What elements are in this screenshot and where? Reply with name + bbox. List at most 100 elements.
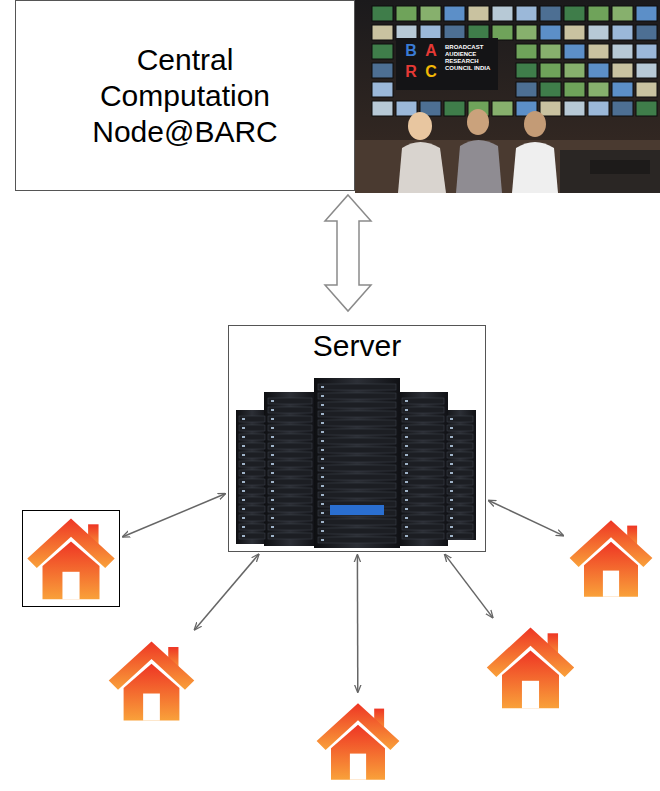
drawing-part <box>540 6 561 21</box>
monitor-wall <box>372 6 657 116</box>
drawing-part <box>321 449 324 451</box>
server-title: Server <box>313 328 401 364</box>
drawing-part <box>447 443 473 449</box>
drawing-part <box>268 416 312 422</box>
drawing-part <box>271 463 274 465</box>
drawing-part <box>564 6 585 21</box>
drawing-part <box>242 463 245 465</box>
drawing-part <box>405 445 408 447</box>
drawing-part <box>239 470 265 476</box>
drawing-part <box>492 101 513 116</box>
drawing-part <box>603 571 619 597</box>
drawing-part <box>268 488 312 494</box>
drawing-part <box>239 515 265 521</box>
house-node <box>566 512 656 604</box>
process-box: Central Computation Node@BARC <box>15 0 355 191</box>
drawing-part <box>268 470 312 476</box>
drawing-part <box>560 150 660 193</box>
drawing-part <box>321 539 324 541</box>
drawing-part <box>396 38 498 90</box>
drawing-part <box>590 160 650 174</box>
drawing-part <box>540 101 561 116</box>
drawing-part <box>62 572 79 600</box>
drawing-part <box>318 447 396 453</box>
connector-arrow <box>195 554 259 629</box>
drawing-part <box>405 526 408 528</box>
drawing-part <box>271 409 274 411</box>
drawing-part <box>588 63 609 78</box>
house-icon <box>23 511 119 606</box>
drawing-part <box>540 44 561 59</box>
drawing-part <box>588 82 609 97</box>
drawing-part <box>402 398 444 404</box>
drawing-part <box>447 416 473 422</box>
drawing-part <box>402 470 444 476</box>
drawing-part <box>321 503 324 505</box>
drawing-part <box>268 407 312 413</box>
drawing-part <box>242 526 245 528</box>
drawing-part <box>321 440 324 442</box>
drawing-part <box>636 101 657 116</box>
drawing-part <box>321 494 324 496</box>
drawing-part <box>402 533 444 539</box>
drawing-part <box>268 443 312 449</box>
drawing-part <box>405 427 408 429</box>
drawing-part <box>271 472 274 474</box>
drawing-part <box>318 384 396 390</box>
drawing-part <box>239 506 265 512</box>
drawing-part <box>612 6 633 21</box>
drawing-part <box>402 443 444 449</box>
drawing-part <box>450 535 453 537</box>
drawing-part <box>588 44 609 59</box>
drawing-part <box>564 25 585 40</box>
drawing-part <box>444 6 465 21</box>
control-room-photo <box>355 0 660 193</box>
drawing-part <box>402 425 444 431</box>
drawing-part <box>405 490 408 492</box>
drawing-part <box>350 754 366 780</box>
drawing-part <box>447 515 473 521</box>
drawing-part <box>271 436 274 438</box>
drawing-part <box>242 535 245 537</box>
drawing-part <box>396 101 417 116</box>
drawing-part <box>124 664 180 721</box>
drawing-part <box>271 535 274 537</box>
drawing-part <box>612 44 633 59</box>
drawing-part <box>444 410 476 540</box>
drawing-part <box>321 476 324 478</box>
drawing-part <box>43 541 100 599</box>
node-title: Central Computation Node@BARC <box>85 42 285 150</box>
drawing-part <box>239 479 265 485</box>
drawing-part <box>239 425 265 431</box>
drawing-part <box>396 25 417 40</box>
drawing-part <box>318 456 396 462</box>
drawing-part <box>450 490 453 492</box>
drawing-part <box>239 533 265 539</box>
drawing-part <box>524 111 546 137</box>
house-node <box>105 632 198 729</box>
drawing-part <box>242 436 245 438</box>
drawing-part <box>318 420 396 426</box>
drawing-part <box>405 409 408 411</box>
drawing-part <box>321 467 324 469</box>
drawing-part <box>268 506 312 512</box>
drawing-part <box>467 109 489 135</box>
drawing-part <box>492 25 513 40</box>
drawing-part <box>456 140 502 193</box>
drawing-part <box>318 429 396 435</box>
drawing-part <box>271 508 274 510</box>
drawing-part <box>318 537 396 543</box>
drawing-part <box>321 395 324 397</box>
drawing-part <box>450 499 453 501</box>
drawing-part <box>450 418 453 420</box>
drawing-part <box>239 416 265 422</box>
drawing-part <box>405 481 408 483</box>
drawing-part <box>331 725 385 780</box>
drawing-part <box>318 492 396 498</box>
drawing-part <box>612 101 633 116</box>
drawing-part <box>447 506 473 512</box>
drawing-part <box>239 434 265 440</box>
drawing-part <box>318 483 396 489</box>
house-icon <box>313 695 403 787</box>
process-box: Server <box>228 325 486 552</box>
